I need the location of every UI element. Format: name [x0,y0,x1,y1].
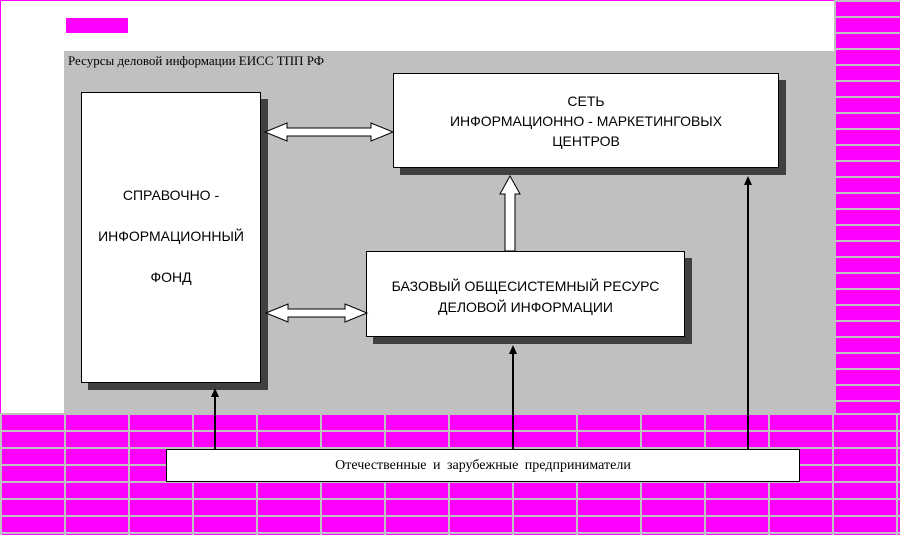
network-line-3: ЦЕНТРОВ [552,133,620,149]
panel-title: Ресурсы деловой информации ЕИСС ТПП РФ [68,53,324,68]
arrow-entrepreneurs-fund [211,388,219,449]
base-resource-box: БАЗОВЫЙ ОБЩЕСИСТЕМНЫЙ РЕСУРС ДЕЛОВОЙ ИНФ… [366,251,685,337]
base-line-1: БАЗОВЫЙ ОБЩЕСИСТЕМНЫЙ РЕСУРС [391,278,660,294]
arrow-entrepreneurs-network [744,176,752,449]
network-line-2: ИНФОРМАЦИОННО - МАРКЕТИНГОВЫХ [449,113,723,129]
fund-line-2: ИНФОРМАЦИОННЫЙ [98,228,244,244]
fund-line-1: СПРАВОЧНО - [122,187,220,203]
double-arrow-fund-base [264,303,369,323]
entrepreneurs-box: Отечественные и зарубежные предпринимате… [166,449,800,482]
block-arrow-base-network [499,174,521,252]
fund-line-3: ФОНД [150,269,192,285]
base-line-2: ДЕЛОВОЙ ИНФОРМАЦИИ [438,299,613,315]
double-arrow-fund-network [263,122,395,142]
marketing-centers-network-box: СЕТЬ ИНФОРМАЦИОННО - МАРКЕТИНГОВЫХ ЦЕНТР… [393,73,779,168]
network-line-1: СЕТЬ [567,93,605,109]
magenta-marker [66,18,128,33]
reference-fund-box: СПРАВОЧНО - ИНФОРМАЦИОННЫЙ ФОНД [81,92,261,383]
arrow-entrepreneurs-base [509,345,517,449]
